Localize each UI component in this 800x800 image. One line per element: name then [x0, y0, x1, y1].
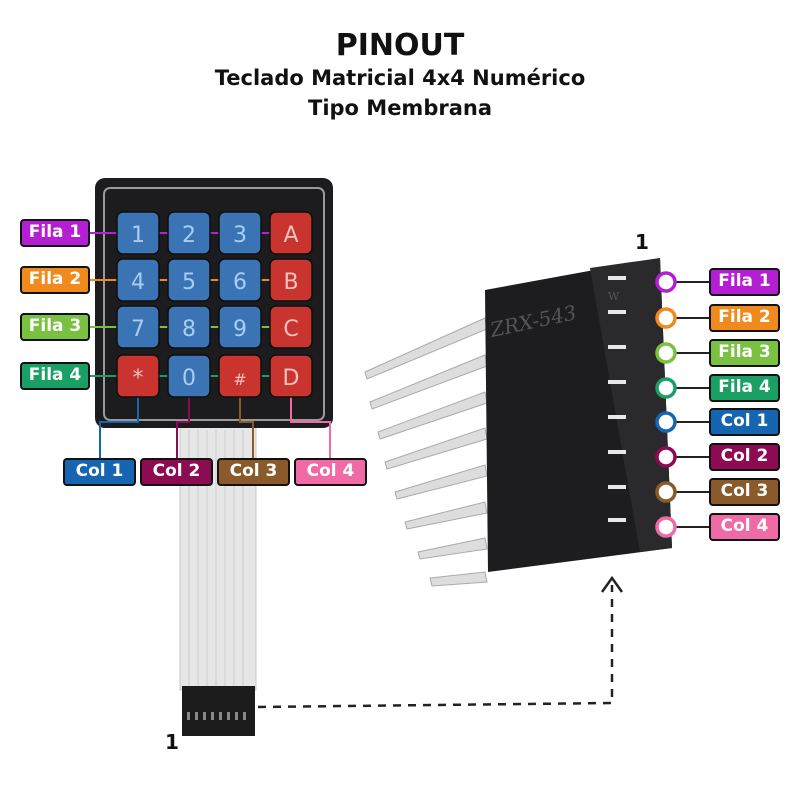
- key-label: 6: [233, 270, 247, 295]
- key-4: 4: [116, 258, 160, 302]
- key-label: C: [283, 317, 298, 342]
- key-3: 3: [218, 211, 262, 255]
- key-label: D: [283, 366, 300, 391]
- key-label: #: [233, 370, 246, 389]
- header-sockets: [608, 276, 626, 522]
- key-B: B: [269, 258, 313, 302]
- key-6: 6: [218, 258, 262, 302]
- key-5: 5: [167, 258, 211, 302]
- female-header-side: [590, 258, 672, 552]
- key-A: A: [269, 211, 313, 255]
- connector-w-marking: W: [608, 290, 620, 303]
- pin-label-fila-2: Fila 2: [709, 304, 780, 332]
- key-hash: #: [218, 354, 262, 398]
- key-label: 5: [182, 270, 196, 295]
- pin-circles: [655, 271, 709, 538]
- key-8: 8: [167, 305, 211, 349]
- col-1-wire: [99, 397, 139, 458]
- col-4-wire: [290, 397, 331, 458]
- key-2: 2: [167, 211, 211, 255]
- pin-label-col-3: Col 3: [709, 478, 780, 506]
- pin-1-marker-connector: 1: [635, 230, 649, 254]
- key-7: 7: [116, 305, 160, 349]
- keypad-border: [103, 187, 325, 421]
- key-C: C: [269, 305, 313, 349]
- key-label: 1: [131, 223, 145, 248]
- col-3-wire: [239, 397, 254, 458]
- ribbon-end-pins: [187, 712, 246, 720]
- key-label: 2: [182, 223, 196, 248]
- pin-circle: [655, 377, 677, 399]
- dashed-arrow: [257, 585, 614, 709]
- col-label-col-4: Col 4: [294, 458, 367, 486]
- pin-1-marker-ribbon: 1: [165, 730, 179, 754]
- key-label: 7: [131, 317, 145, 342]
- subtitle-line-1: Teclado Matricial 4x4 Numérico: [214, 66, 586, 90]
- key-label: *: [133, 366, 144, 391]
- key-9: 9: [218, 305, 262, 349]
- key-label: A: [283, 223, 298, 248]
- col-2-wire: [176, 397, 190, 458]
- row-label-fila-3: Fila 3: [20, 313, 90, 341]
- row-label-fila-1: Fila 1: [20, 219, 90, 247]
- col-label-col-2: Col 2: [140, 458, 213, 486]
- key-label: 0: [182, 366, 196, 391]
- key-0: 0: [167, 354, 211, 398]
- key-label: 8: [182, 317, 196, 342]
- key-label: B: [283, 270, 298, 295]
- pin-circle: [655, 446, 677, 468]
- subtitle-line-2: Tipo Membrana: [308, 96, 492, 120]
- arrow-head: [600, 575, 624, 593]
- key-D: D: [269, 354, 313, 398]
- key-label: 9: [233, 317, 247, 342]
- col-label-col-3: Col 3: [217, 458, 290, 486]
- key-label: 3: [233, 223, 247, 248]
- pin-circle: [655, 411, 677, 433]
- key-1: 1: [116, 211, 160, 255]
- pin-circle: [655, 516, 677, 538]
- pin-circle: [655, 342, 677, 364]
- pin-circle: [655, 271, 677, 293]
- keys-layer: 1 2 3 A 4 5 6 B 7 8 9 C * 0 # D: [116, 211, 313, 398]
- pin-label-fila-1: Fila 1: [709, 268, 780, 296]
- header-pins: [364, 317, 488, 587]
- ribbon-end-connector: [182, 686, 255, 736]
- pin-label-col-1: Col 1: [709, 408, 780, 436]
- pin-label-fila-4: Fila 4: [709, 374, 780, 402]
- pin-circle: [655, 481, 677, 503]
- pin-label-fila-3: Fila 3: [709, 339, 780, 367]
- pin-label-col-2: Col 2: [709, 443, 780, 471]
- pin-circle: [655, 307, 677, 329]
- key-star: *: [116, 354, 160, 398]
- col-label-col-1: Col 1: [63, 458, 136, 486]
- pin-label-col-4: Col 4: [709, 513, 780, 541]
- row-label-fila-2: Fila 2: [20, 266, 90, 294]
- row-label-fila-4: Fila 4: [20, 362, 90, 390]
- page-title: PINOUT: [335, 28, 465, 63]
- key-label: 4: [131, 270, 145, 295]
